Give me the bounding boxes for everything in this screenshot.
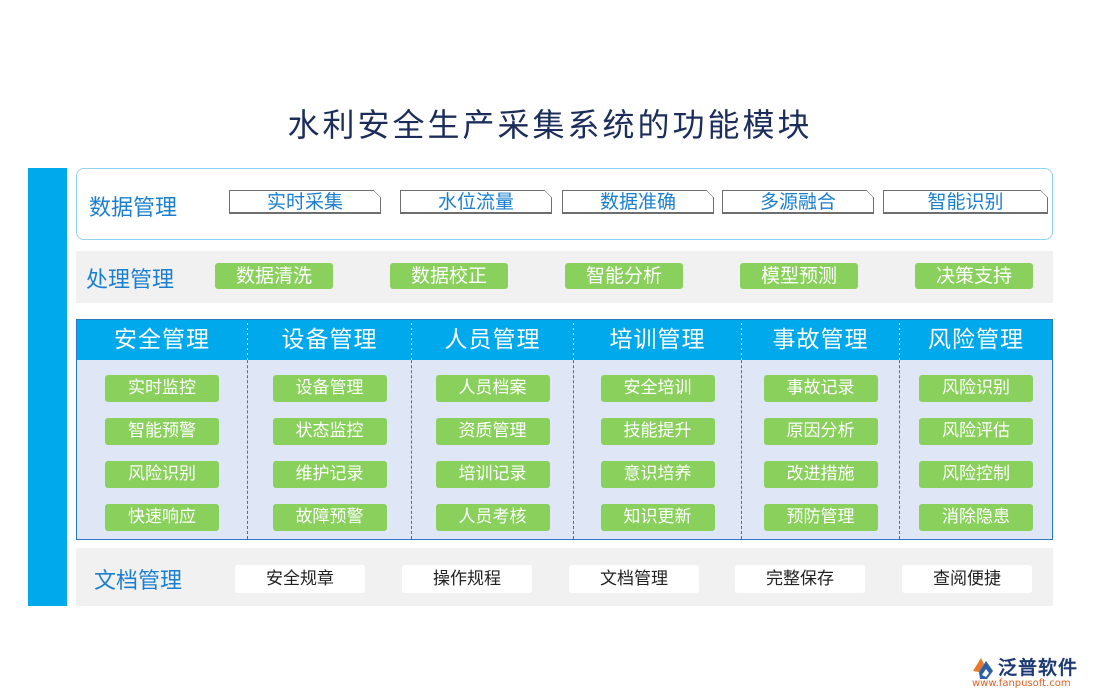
data-management-row: 数据管理 实时采集 水位流量 数据准确 多源融合 智能识别 [76,168,1053,240]
module-item: 改进措施 [763,461,878,488]
module-title: 风险管理 [900,320,1052,360]
module-title: 安全管理 [77,320,247,360]
module-item: 状态监控 [272,418,387,445]
data-management-label: 数据管理 [89,196,178,221]
fanpu-logo-icon [973,658,993,679]
module-item: 快速响应 [105,504,219,531]
module-safety: 安全管理 实时监控 智能预警 风险识别 快速响应 [77,320,248,539]
module-item: 安全培训 [600,375,715,402]
module-accident: 事故管理 事故记录 原因分析 改进措施 预防管理 [742,320,900,539]
brand-logo: 泛普软件 www.fanpusoft.com [970,653,1092,693]
module-equipment: 设备管理 设备管理 状态监控 维护记录 故障预警 [248,320,412,539]
module-item: 原因分析 [763,418,878,445]
document-item: 查阅便捷 [902,565,1032,593]
processing-item: 智能分析 [565,263,683,289]
module-item: 技能提升 [600,418,715,445]
logo-name: 泛普软件 [998,657,1079,679]
logo-url: www.fanpusoft.com [972,678,1071,689]
module-risk: 风险管理 风险识别 风险评估 风险控制 消除隐患 [900,320,1052,539]
module-item: 人员档案 [435,375,550,402]
module-item: 故障预警 [272,504,387,531]
module-item: 维护记录 [272,461,387,488]
document-item: 完整保存 [735,565,865,593]
module-item: 预防管理 [763,504,878,531]
document-management-label: 文档管理 [94,569,183,594]
module-title: 事故管理 [742,320,899,360]
data-item: 智能识别 [883,190,1048,214]
processing-item: 决策支持 [915,263,1033,289]
module-item: 风险识别 [105,461,219,488]
module-title: 人员管理 [412,320,573,360]
module-item: 风险控制 [919,461,1033,488]
module-item: 知识更新 [600,504,715,531]
module-item: 实时监控 [105,375,219,402]
side-accent-bar [28,168,67,606]
module-item: 风险评估 [919,418,1033,445]
module-training: 培训管理 安全培训 技能提升 意识培养 知识更新 [574,320,742,539]
module-title: 培训管理 [574,320,741,360]
module-title: 设备管理 [248,320,411,360]
module-item: 意识培养 [600,461,715,488]
module-item: 设备管理 [272,375,387,402]
processing-management-label: 处理管理 [86,268,175,293]
data-item: 实时采集 [229,190,381,214]
module-item: 智能预警 [105,418,219,445]
page-title: 水利安全生产采集系统的功能模块 [287,106,813,144]
processing-item: 数据清洗 [215,263,333,289]
document-item: 操作规程 [402,565,532,593]
document-item: 安全规章 [235,565,365,593]
module-item: 资质管理 [435,418,550,445]
processing-management-row: 处理管理 数据清洗 数据校正 智能分析 模型预测 决策支持 [76,251,1053,303]
processing-item: 模型预测 [740,263,858,289]
management-modules-grid: 安全管理 实时监控 智能预警 风险识别 快速响应 设备管理 设备管理 状态监控 … [76,319,1053,540]
module-item: 消除隐患 [919,504,1033,531]
data-item: 数据准确 [562,190,714,214]
module-item: 人员考核 [435,504,550,531]
document-item: 文档管理 [569,565,699,593]
module-item: 培训记录 [435,461,550,488]
document-management-row: 文档管理 安全规章 操作规程 文档管理 完整保存 查阅便捷 [76,548,1053,606]
module-item: 事故记录 [763,375,878,402]
processing-item: 数据校正 [390,263,508,289]
data-item: 多源融合 [722,190,874,214]
data-item: 水位流量 [400,190,552,214]
module-item: 风险识别 [919,375,1033,402]
module-personnel: 人员管理 人员档案 资质管理 培训记录 人员考核 [412,320,574,539]
